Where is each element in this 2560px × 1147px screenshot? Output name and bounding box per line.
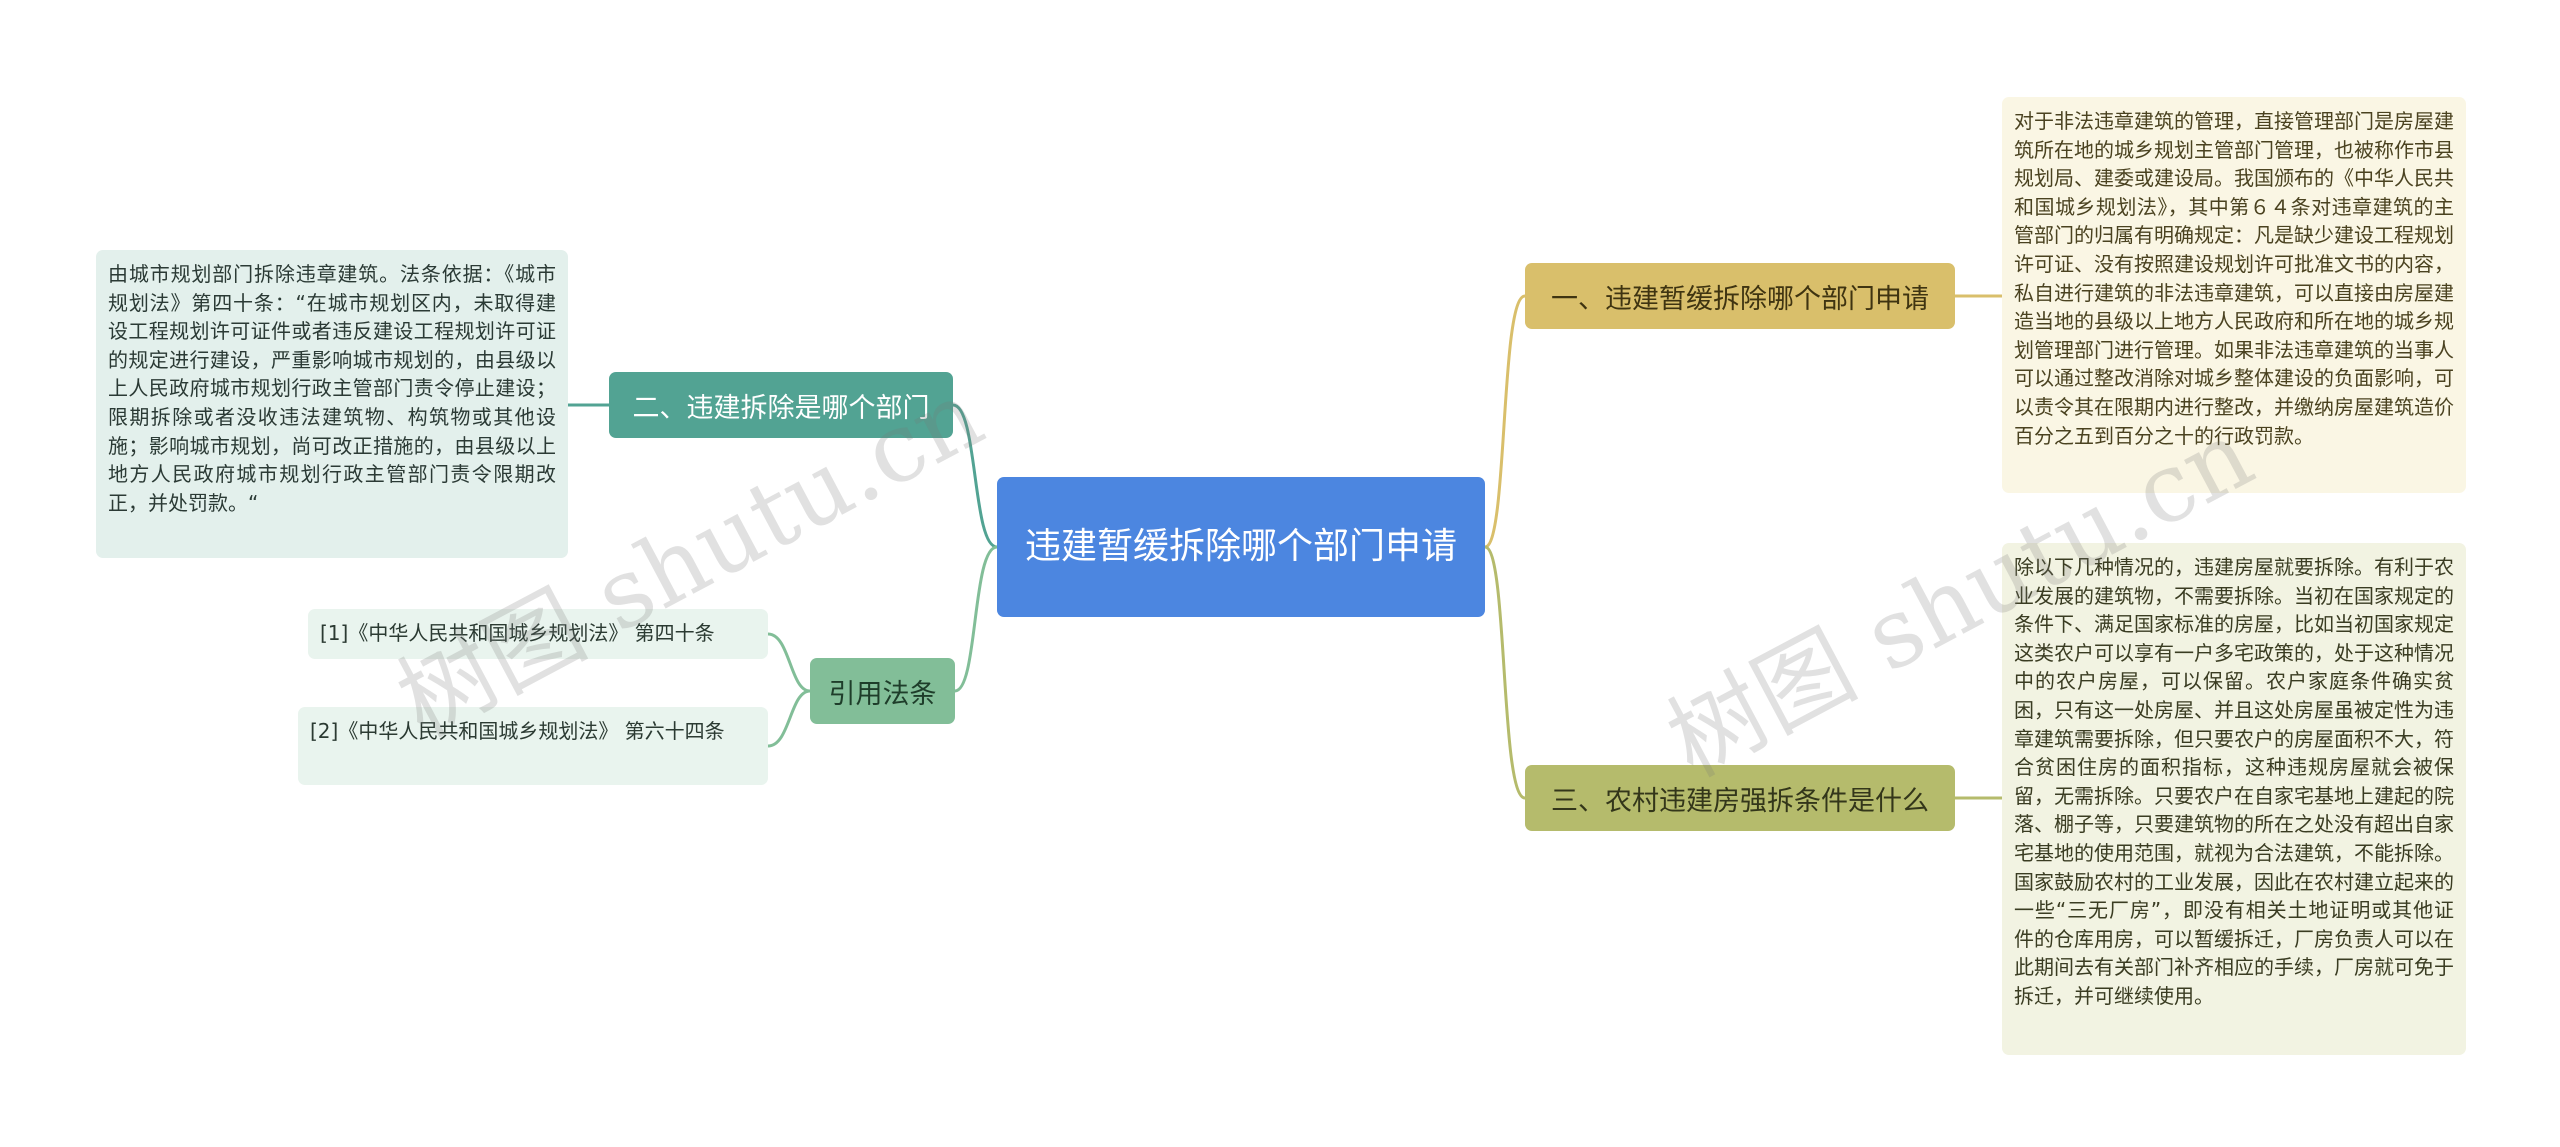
leaf-department-management[interactable]: 对于非法违章建筑的管理，直接管理部门是房屋建筑所在地的城乡规划主管部门管理，也被… [2002,97,2466,493]
leaf-demolition-exceptions[interactable]: 除以下几种情况的，违建房屋就要拆除。有利于农业发展的建筑物，不需要拆除。当初在国… [2002,543,2466,1055]
link-b4-leaf2 [767,689,811,748]
leaf-urban-planning-law[interactable]: 由城市规划部门拆除违章建筑。法条依据：《城市规划法》第四十条：“在城市规划区内，… [96,250,568,558]
branch-demolition-department[interactable]: 二、违建拆除是哪个部门 [609,372,953,438]
link-root-b2 [952,403,998,549]
branch-cited-laws[interactable]: 引用法条 [810,658,955,724]
branch-rural-demolition-conditions[interactable]: 三、农村违建房强拆条件是什么 [1525,765,1955,831]
link-root-b3 [1484,545,1526,800]
link-root-b1 [1484,294,1526,549]
leaf-law-article-64[interactable]: [2]《中华人民共和国城乡规划法》 第六十四条 [298,707,768,785]
branch-department-apply[interactable]: 一、违建暂缓拆除哪个部门申请 [1525,263,1955,329]
root-topic[interactable]: 违建暂缓拆除哪个部门申请 [997,477,1485,617]
link-root-b4 [954,545,998,693]
leaf-law-article-40[interactable]: [1]《中华人民共和国城乡规划法》 第四十条 [308,609,768,659]
link-b4-leaf1 [767,632,811,693]
